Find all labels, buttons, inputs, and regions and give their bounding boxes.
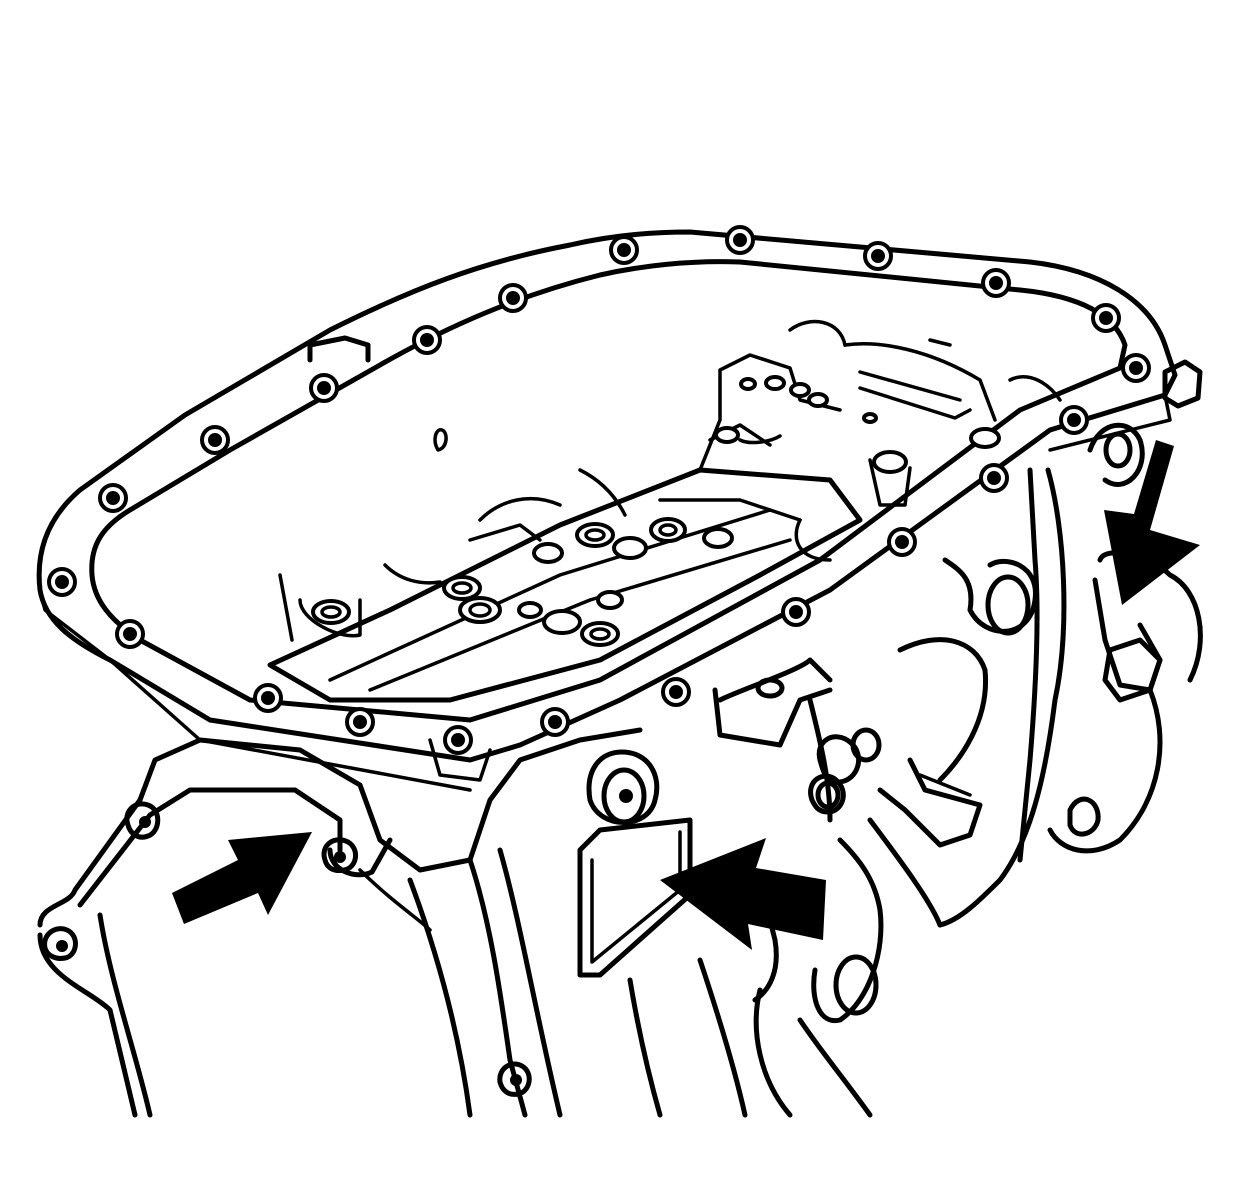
port (532, 542, 564, 564)
pan-flange (36, 229, 1178, 792)
port (702, 527, 734, 549)
port (739, 377, 757, 391)
port (862, 412, 878, 424)
flange-bolt-holes (47, 225, 1151, 755)
port (311, 599, 351, 625)
callout-arrow-right (1104, 440, 1200, 605)
bolt-hole (540, 707, 570, 737)
port (575, 522, 615, 548)
transmission-case (37, 422, 1203, 1118)
bolt-hole (1091, 303, 1121, 333)
port (580, 621, 620, 647)
bolt-hole (443, 725, 473, 755)
bolt-hole (661, 677, 691, 707)
bolt-hole (115, 619, 145, 649)
bolt-hole (98, 483, 128, 513)
valve-body (267, 319, 1062, 703)
port (596, 590, 624, 610)
bolt-hole (781, 597, 811, 627)
bolt-hole (200, 425, 230, 455)
port (872, 450, 908, 474)
bolt-hole (309, 373, 339, 403)
bolt-hole (1059, 405, 1089, 435)
bolt-hole (609, 235, 639, 265)
bolt-hole (412, 325, 442, 355)
bolt-hole (498, 283, 528, 313)
bolt-hole (725, 225, 755, 255)
port (649, 517, 687, 543)
callout-arrow-left (172, 832, 312, 924)
callout-arrows (172, 440, 1200, 950)
port (542, 609, 582, 635)
bolt-hole (253, 683, 283, 713)
port (442, 575, 482, 601)
port (969, 427, 1001, 449)
port (612, 536, 648, 560)
bolt-hole (1121, 353, 1151, 383)
port (517, 601, 543, 619)
bolt-hole (47, 567, 77, 597)
bolt-hole (981, 268, 1011, 298)
bolt-hole (863, 241, 893, 271)
port (458, 596, 502, 624)
callout-arrow-center (660, 838, 826, 950)
port (807, 392, 829, 408)
flange-tabs (307, 335, 1203, 452)
port (764, 375, 786, 391)
port (714, 426, 740, 444)
bolt-hole (887, 527, 917, 557)
bolt-hole (345, 707, 375, 737)
valve-body-ports (311, 375, 1001, 647)
port (789, 382, 811, 398)
bolt-hole (979, 463, 1009, 493)
